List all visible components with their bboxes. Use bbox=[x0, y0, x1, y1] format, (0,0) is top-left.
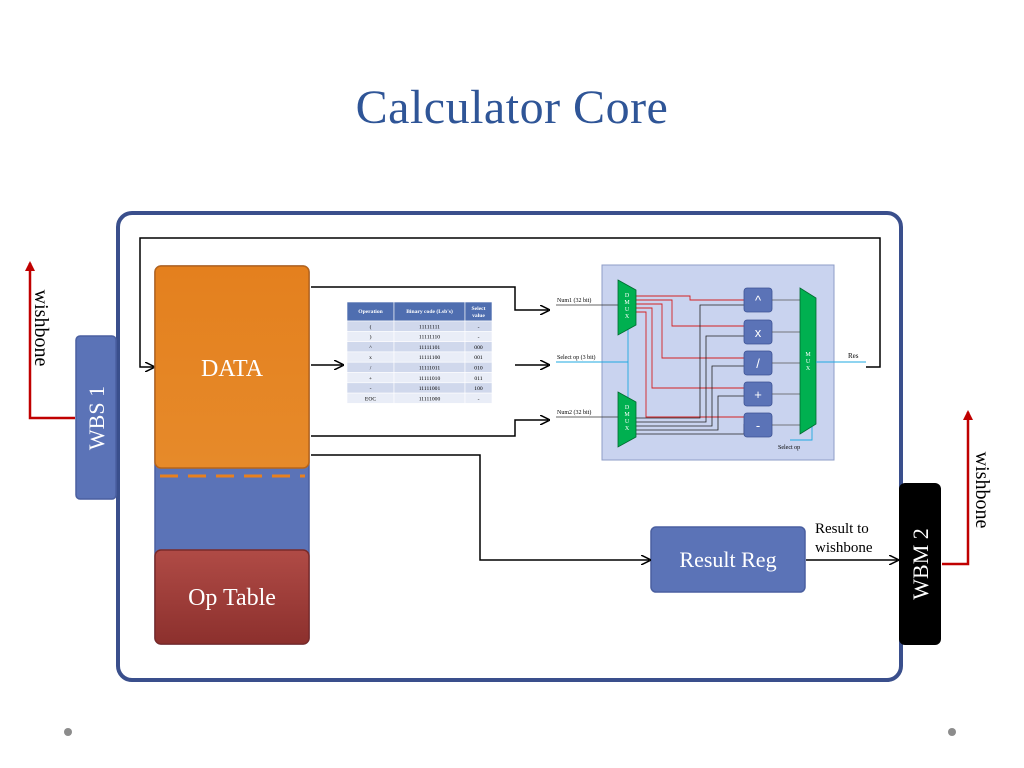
svg-text:X: X bbox=[806, 366, 811, 372]
num2-line bbox=[311, 420, 548, 437]
table-cell-bg bbox=[464, 392, 493, 404]
data-to-result-line bbox=[311, 454, 649, 560]
svg-text:X: X bbox=[625, 426, 630, 432]
feedback-line bbox=[139, 237, 881, 367]
table-cell: 001 bbox=[474, 355, 483, 361]
table-cell: 100 bbox=[474, 386, 483, 392]
num2-label: Num2 (32 bit) bbox=[557, 409, 591, 416]
table-cell: 11111001 bbox=[419, 386, 441, 392]
table-cell: 11111000 bbox=[419, 396, 441, 402]
table-cell: - bbox=[478, 396, 480, 402]
table-cell: - bbox=[478, 335, 480, 341]
mux bbox=[799, 287, 817, 435]
table-header-text: Binary code (Lsb's) bbox=[406, 308, 453, 315]
op-unit-label: + bbox=[754, 387, 762, 402]
op-table-block[interactable] bbox=[154, 549, 310, 645]
svg-text:X: X bbox=[625, 314, 630, 320]
wishbone-right-arrow bbox=[942, 410, 973, 566]
dmux1 bbox=[617, 279, 637, 336]
slide-title: Calculator Core bbox=[355, 81, 669, 134]
table-cell: 11111101 bbox=[419, 345, 441, 351]
data-label: DATA bbox=[201, 356, 264, 382]
wishbone-right-label: wishbone bbox=[971, 452, 993, 529]
num1-label: Num1 (32 bit) bbox=[557, 297, 591, 304]
table-cell: ^ bbox=[369, 345, 372, 351]
table-cell: 11111111 bbox=[419, 324, 440, 330]
table-cell: 000 bbox=[474, 345, 483, 351]
operation-units: ^ x / + - bbox=[743, 287, 773, 438]
op-unit-label: ^ bbox=[755, 293, 762, 308]
result-reg-label: Result Reg bbox=[679, 547, 776, 572]
dmux2 bbox=[617, 391, 637, 448]
table-cell: 010 bbox=[474, 366, 483, 372]
table-cell: ) bbox=[370, 334, 372, 341]
wbm-label: WBM 2 bbox=[908, 528, 933, 600]
table-cell: 11111110 bbox=[419, 335, 440, 341]
slide-dot-left bbox=[64, 728, 72, 736]
table-cell: / bbox=[370, 366, 372, 372]
select-op-bottom-line bbox=[790, 425, 813, 441]
memory-stack: DATA Op Table bbox=[154, 265, 310, 645]
ops-to-mux-wires bbox=[772, 299, 800, 426]
result-reg-block[interactable] bbox=[650, 526, 806, 593]
wishbone-left-label: wishbone bbox=[30, 290, 52, 367]
dmux1-label: D bbox=[625, 293, 630, 299]
dmux1-wires bbox=[636, 295, 744, 418]
op-unit-label: x bbox=[755, 325, 762, 340]
svg-text:M: M bbox=[624, 412, 630, 418]
wishbone-left-arrow bbox=[25, 261, 75, 420]
table-cell: + bbox=[369, 376, 372, 382]
alu-panel bbox=[601, 264, 835, 461]
table-header-text: Operation bbox=[358, 309, 383, 315]
num1-line bbox=[311, 286, 548, 310]
op-table-label: Op Table bbox=[188, 585, 276, 611]
table-header-text: Select bbox=[472, 306, 486, 312]
mux-label: M bbox=[805, 352, 811, 358]
svg-text:M: M bbox=[624, 300, 630, 306]
result-to-label-1: Result to bbox=[815, 521, 869, 537]
select-op-bottom-label: Select op bbox=[778, 445, 800, 451]
data-block[interactable] bbox=[154, 265, 310, 469]
result-to-label-2: wishbone bbox=[815, 540, 873, 556]
slide-dot-right bbox=[948, 728, 956, 736]
wbs-block[interactable] bbox=[75, 335, 117, 500]
dmux2-label: D bbox=[625, 405, 630, 411]
wbm-block[interactable] bbox=[899, 483, 941, 645]
table-cell: 11111100 bbox=[419, 355, 441, 361]
svg-text:U: U bbox=[806, 359, 811, 365]
table-cell: x bbox=[369, 355, 372, 361]
table-cell: EOC bbox=[365, 396, 376, 402]
svg-text:U: U bbox=[625, 419, 630, 425]
svg-text:U: U bbox=[625, 307, 630, 313]
res-label: Res bbox=[848, 352, 859, 360]
table-cell: - bbox=[370, 386, 372, 392]
table-header-text: value bbox=[472, 313, 485, 319]
table-cell: 11111010 bbox=[419, 376, 441, 382]
op-unit-label: - bbox=[756, 418, 760, 433]
op-unit-label: / bbox=[756, 356, 760, 371]
table-cell: 011 bbox=[474, 376, 482, 382]
table-cell: ( bbox=[370, 323, 372, 330]
alu-detail: Num1 (32 bit) Select op (3 bit) Num2 (32… bbox=[556, 264, 866, 461]
wbs-label: WBS 1 bbox=[84, 386, 109, 450]
select-op-label: Select op (3 bit) bbox=[557, 354, 596, 361]
table-cell: - bbox=[478, 324, 480, 330]
table-cell: 11111011 bbox=[419, 366, 441, 372]
